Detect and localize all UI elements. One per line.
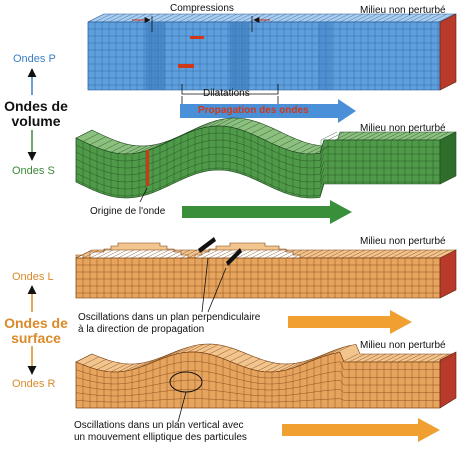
compression-bands <box>146 22 332 90</box>
label-ondes-p: Ondes P <box>13 53 56 65</box>
p-wave-block <box>87 13 457 123</box>
propagation-arrow <box>180 99 356 123</box>
compression-marker <box>190 36 204 39</box>
wave-origin-marker <box>146 150 149 186</box>
oscillation-arrow-2 <box>226 248 242 266</box>
r-propagation-arrow <box>282 418 440 442</box>
l-propagation-arrow <box>288 310 412 334</box>
label-compressions: Compressions <box>170 3 234 14</box>
label-propagation-des-ondes: Propagation des ondes <box>198 105 309 116</box>
label-ondes-s: Ondes S <box>12 165 55 177</box>
dilatation-marker <box>178 64 194 68</box>
label-milieu-s: Milieu non perturbé <box>360 123 446 134</box>
label-oscillations-r: Oscillations dans un plan vertical avec … <box>74 420 247 443</box>
label-milieu-l: Milieu non perturbé <box>360 236 446 247</box>
r-wave-block <box>75 343 457 442</box>
label-ondes-l: Ondes L <box>12 271 54 283</box>
label-milieu-p: Milieu non perturbé <box>360 5 446 16</box>
oscillation-arrow-1 <box>198 237 216 253</box>
l-wave-block <box>75 237 457 334</box>
label-origine-de-l-onde: Origine de l'onde <box>90 206 166 217</box>
label-dilatations: Dilatations <box>203 88 250 99</box>
s-propagation-arrow <box>182 200 352 224</box>
label-ondes-de-volume: Ondes de volume <box>4 98 68 129</box>
label-oscillations-l: Oscillations dans un plan perpendiculair… <box>78 312 261 335</box>
label-ondes-de-surface: Ondes de surface <box>4 315 68 346</box>
s-wave-block <box>75 117 457 224</box>
label-ondes-r: Ondes R <box>12 378 56 390</box>
label-milieu-r: Milieu non perturbé <box>360 340 446 351</box>
